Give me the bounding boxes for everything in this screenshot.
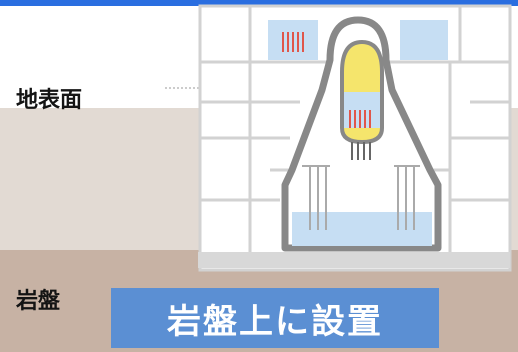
ground-surface-label: 地表面 <box>16 88 83 113</box>
equipment-pool <box>400 20 448 60</box>
control-rod-drives <box>351 142 371 160</box>
suppression-pool <box>292 212 432 246</box>
reactor-fuel <box>349 110 371 128</box>
top-bar <box>0 0 518 6</box>
banner-background <box>111 288 439 348</box>
bedrock-label: 岩盤 <box>16 289 61 314</box>
base-slab <box>198 252 510 268</box>
banner-text: 岩盤上に設置 <box>167 301 383 342</box>
vent-pipes <box>302 165 420 230</box>
stored-fuel <box>282 32 304 52</box>
